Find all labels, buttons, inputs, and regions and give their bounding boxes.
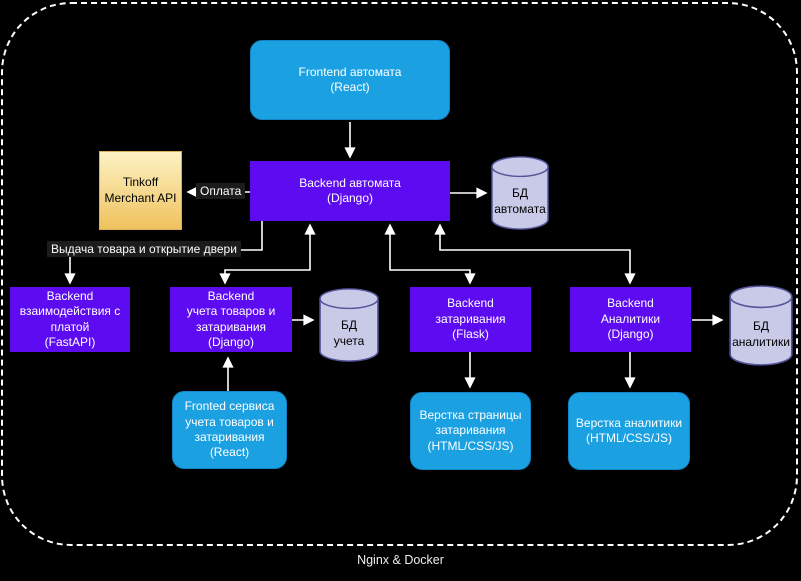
node-frontend-automata: Frontend автомата (React) (250, 40, 450, 120)
edge-label-dispense: Выдача товара и открытие двери (47, 241, 241, 257)
node-backend-board: Backend взаимодействия с платой (FastAPI… (10, 287, 130, 352)
node-backend-stocking: Backend затаривания (Flask) (410, 287, 531, 352)
node-tinkoff-merchant-api: Tinkoff Merchant API (99, 151, 182, 230)
db-inventory-cylinder: БД учета (318, 287, 380, 363)
db-inventory-label: БД учета (333, 318, 365, 348)
edge-label-payment: Оплата (196, 183, 246, 199)
edge-backend-analytics-bidirectional (434, 223, 636, 285)
db-analytics-label: БД аналитики (732, 318, 790, 349)
node-backend-automata: Backend автомата (Django) (250, 161, 450, 221)
node-layout-analytics: Верстка аналитики (HTML/CSS/JS) (568, 392, 690, 470)
node-backend-inventory: Backend учета товаров и затаривания (Dja… (170, 287, 292, 352)
nginx-docker-caption: Nginx & Docker (357, 553, 444, 567)
node-layout-stocking: Верстка страницы затаривания (HTML/CSS/J… (410, 392, 531, 470)
db-analytics-cylinder: БД аналитики (728, 284, 794, 367)
db-automata-label: БД автомата (494, 186, 546, 216)
node-backend-analytics: Backend Аналитики (Django) (570, 287, 691, 352)
docker-boundary-frame (1, 2, 798, 546)
edge-backend-stocking-bidirectional (384, 223, 476, 285)
edge-backend-inventory-bidirectional (219, 223, 316, 285)
node-frontend-inventory: Fronted сервиса учета товаров и затарива… (172, 391, 287, 469)
db-automata-cylinder: БД автомата (490, 155, 550, 231)
